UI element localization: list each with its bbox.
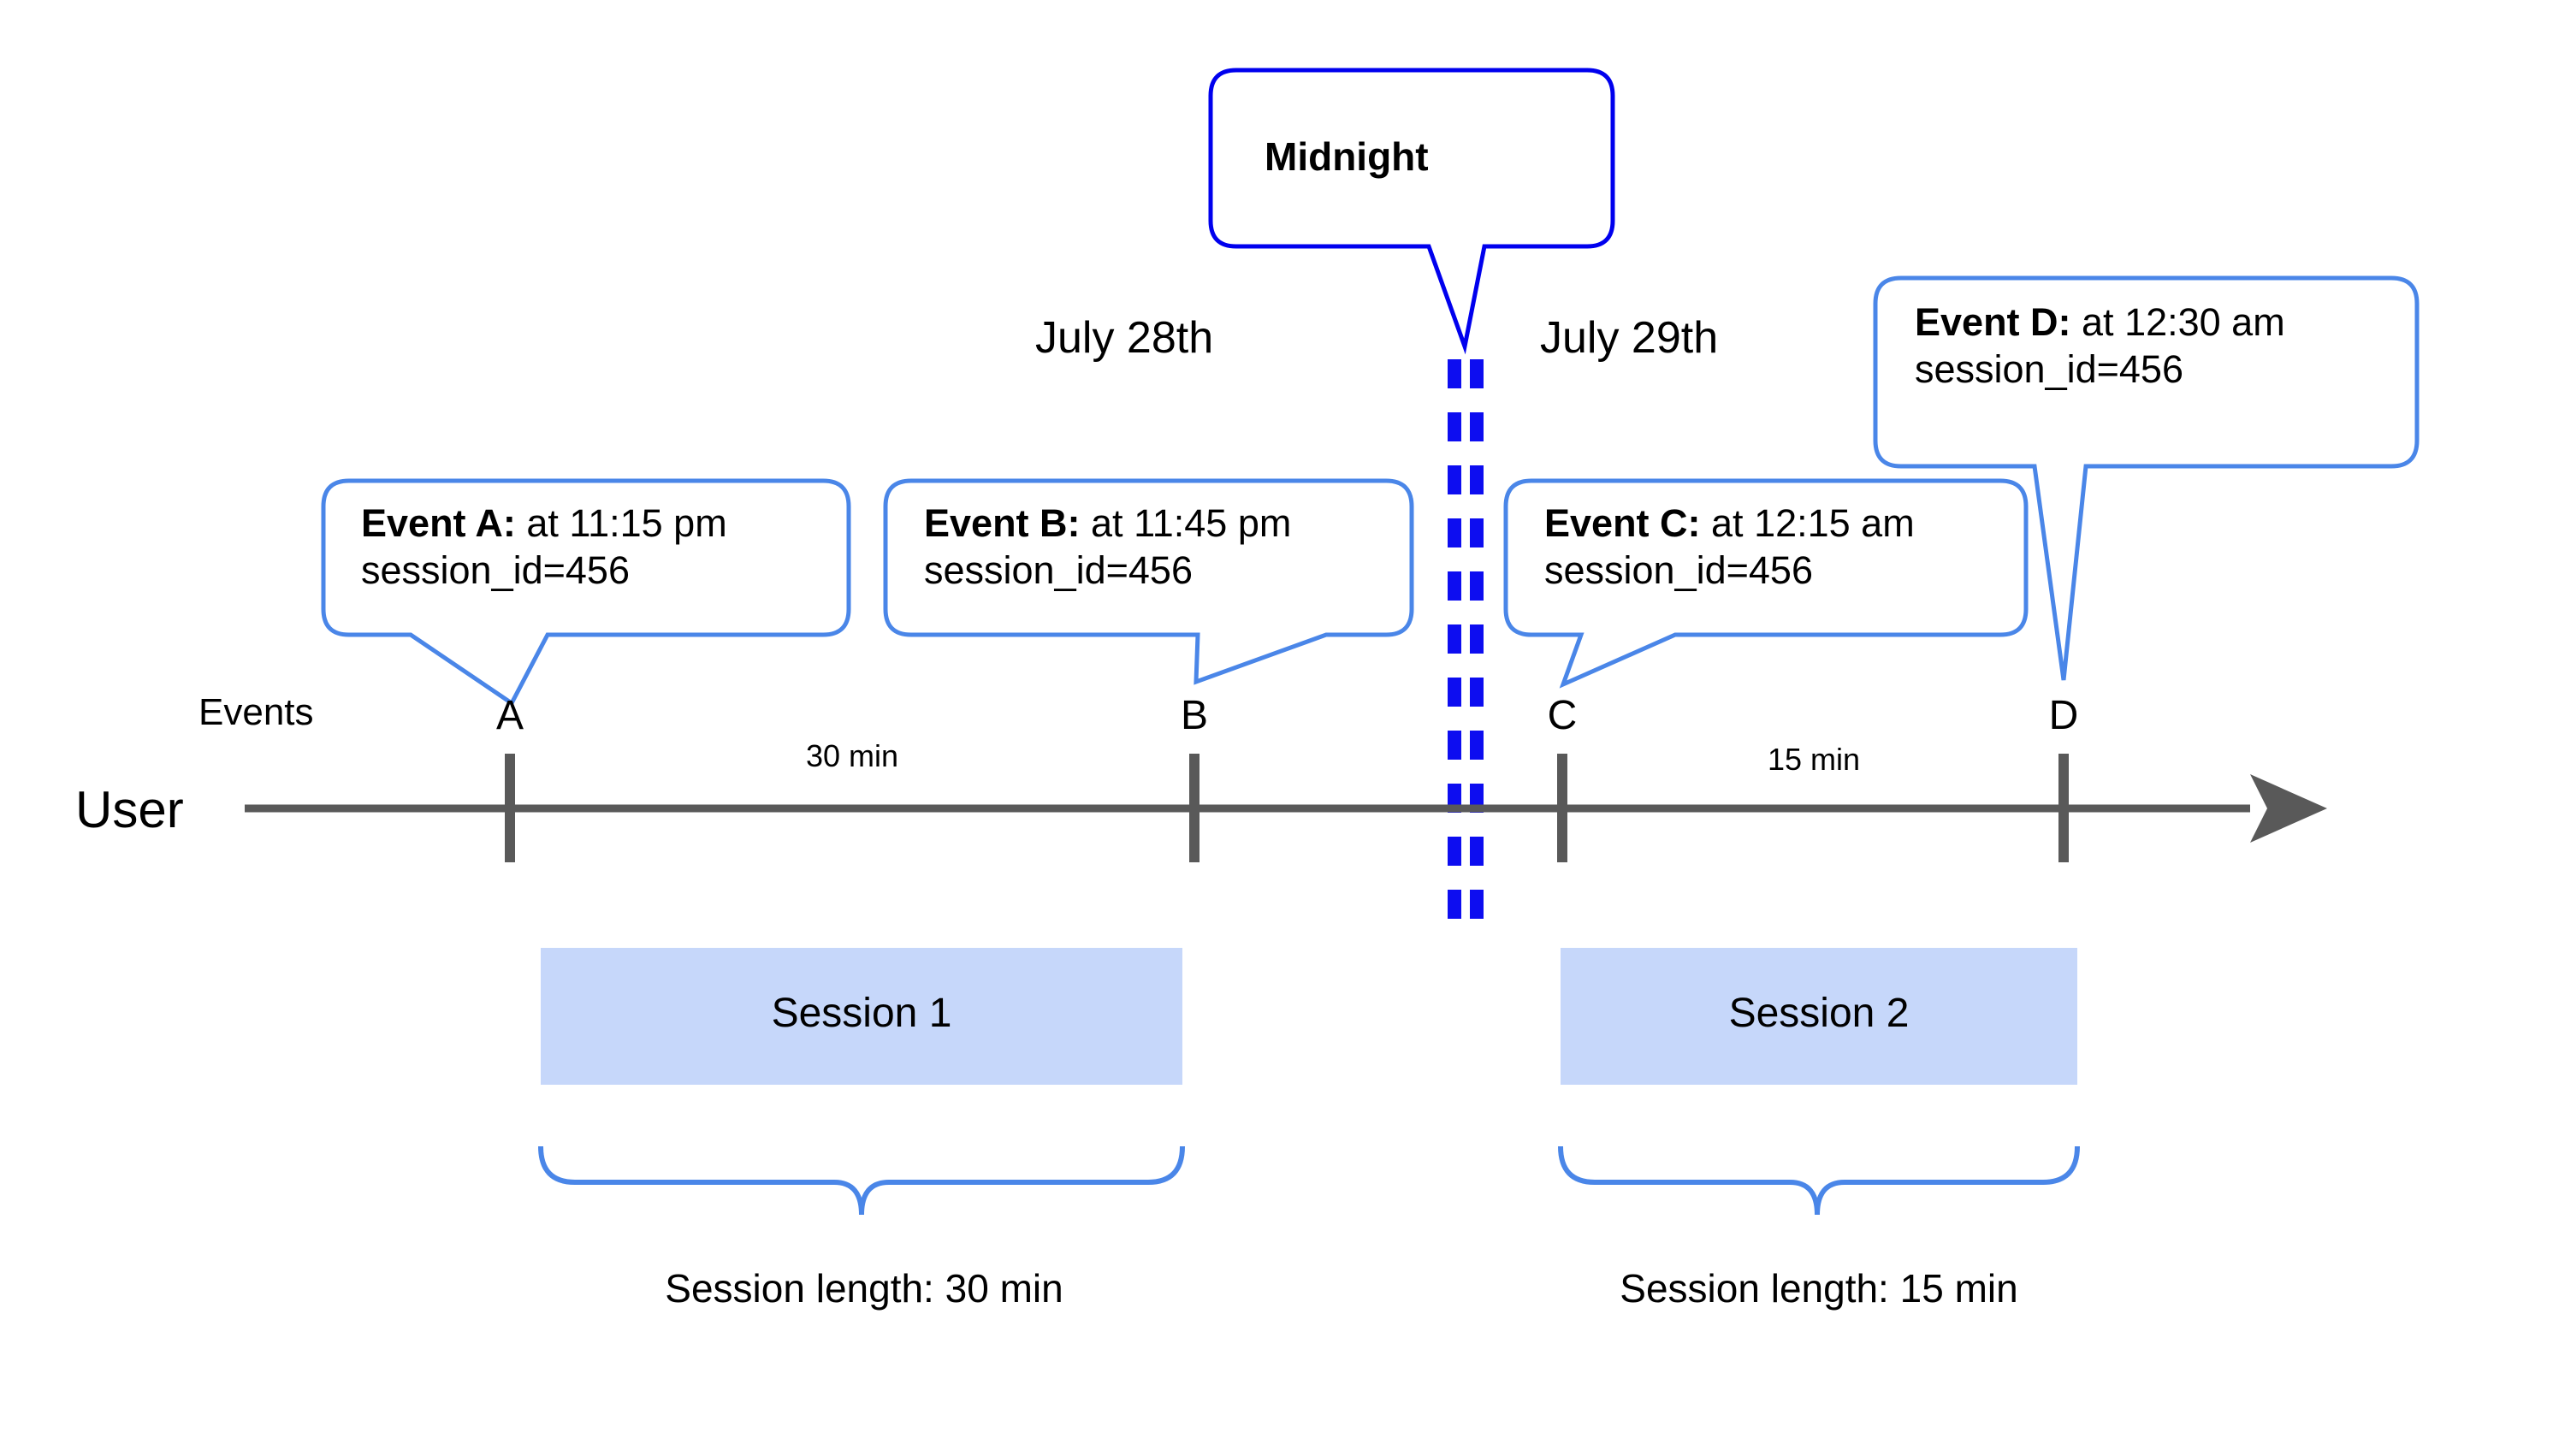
event-c-callout-shape — [1503, 478, 2029, 689]
event-d-callout-text: Event D: at 12:30 am session_id=456 — [1915, 299, 2285, 394]
event-d-detail: at 12:30 am — [2070, 300, 2285, 344]
gap-label-c-d: 15 min — [1767, 742, 1861, 777]
event-a-detail: at 11:15 pm — [515, 501, 727, 545]
event-c-lead: Event C: — [1544, 501, 1701, 545]
event-letter-c: C — [1547, 693, 1578, 738]
midnight-dashed-lines — [1448, 359, 1484, 922]
event-c-callout-text: Event C: at 12:15 am session_id=456 — [1544, 500, 1915, 595]
event-d-line2: session_id=456 — [1915, 346, 2183, 391]
date-label-july-28: July 28th — [1035, 313, 1214, 363]
session-2-box[interactable]: Session 2 — [1561, 948, 2077, 1085]
event-letter-a: A — [495, 693, 524, 738]
session-2-label: Session 2 — [1728, 991, 1910, 1036]
event-d-callout-shape — [1873, 275, 2420, 681]
session-1-box[interactable]: Session 1 — [541, 948, 1182, 1085]
event-a-line2: session_id=456 — [361, 547, 630, 592]
timeline-axis — [245, 774, 2327, 843]
event-b-detail: at 11:45 pm — [1080, 501, 1292, 545]
session-1-brace — [538, 1145, 1185, 1216]
session-2-length-label: Session length: 15 min — [1620, 1266, 2018, 1311]
events-row-label: Events — [198, 691, 314, 733]
midnight-callout-shape — [1208, 68, 1615, 355]
event-b-callout-shape — [883, 478, 1414, 685]
midnight-label: Midnight — [1265, 134, 1429, 179]
event-a-callout-text: Event A: at 11:15 pm session_id=456 — [361, 500, 727, 595]
event-c-line2: session_id=456 — [1544, 547, 1813, 592]
event-letter-b: B — [1180, 693, 1208, 738]
event-b-lead: Event B: — [924, 501, 1081, 545]
gap-label-a-b: 30 min — [805, 738, 899, 773]
session-1-length-label: Session length: 30 min — [665, 1266, 1063, 1311]
event-b-callout-text: Event B: at 11:45 pm session_id=456 — [924, 500, 1291, 595]
date-label-july-29: July 29th — [1540, 313, 1719, 363]
event-letter-d: D — [2048, 693, 2079, 738]
event-d-lead: Event D: — [1915, 300, 2071, 344]
event-a-callout-shape — [321, 478, 851, 707]
event-c-detail: at 12:15 am — [1700, 501, 1915, 545]
session-1-label: Session 1 — [771, 991, 952, 1036]
event-b-line2: session_id=456 — [924, 547, 1193, 592]
event-a-lead: Event A: — [361, 501, 516, 545]
user-row-label: User — [75, 781, 184, 838]
event-tick-marks — [505, 754, 2069, 862]
session-2-brace — [1558, 1145, 2080, 1216]
